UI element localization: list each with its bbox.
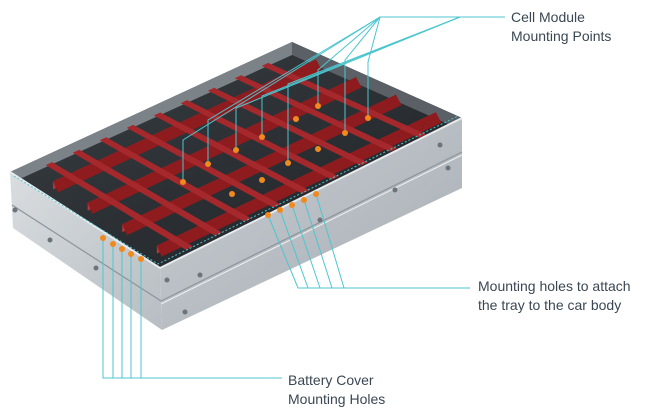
tray-front-wall xyxy=(10,172,162,330)
leader-line xyxy=(279,209,309,289)
mounting-point-marker xyxy=(313,191,319,197)
leader-line xyxy=(367,16,381,118)
leader-lines xyxy=(13,16,505,379)
mounting-point-marker xyxy=(205,161,211,167)
rib-long xyxy=(87,77,362,214)
rib-cross xyxy=(180,100,339,180)
leader-line xyxy=(261,16,461,137)
cell-module-ribs xyxy=(45,59,442,257)
mounting-point-marker xyxy=(138,256,144,262)
mounting-point-marker xyxy=(233,147,239,153)
rib-cross xyxy=(126,124,281,208)
callout-line: the tray to the car body xyxy=(478,297,622,313)
mounting-point-marker xyxy=(229,191,235,197)
rib-long xyxy=(122,94,402,236)
leader-line xyxy=(303,199,333,289)
mounting-point-marker xyxy=(315,103,321,109)
rib-long xyxy=(156,112,442,257)
leader-line xyxy=(287,16,461,163)
mounting-point-marker xyxy=(100,235,106,241)
mounting-point-marker xyxy=(265,212,271,218)
mounting-points xyxy=(100,103,371,262)
rim-dotted-line xyxy=(13,115,459,265)
mounting-point-marker xyxy=(342,130,348,136)
tray-back-wall xyxy=(10,42,292,178)
leader-line xyxy=(291,204,321,289)
callout-line: Mounting Holes xyxy=(288,391,386,407)
mounting-point-marker xyxy=(259,134,265,140)
leader-line xyxy=(344,16,381,133)
leader-line xyxy=(207,16,381,164)
tray-side-holes xyxy=(12,142,451,315)
leader-line xyxy=(267,214,470,289)
callout-cell-module-mounting-points: Cell Module Mounting Points xyxy=(511,8,611,46)
rib-cross xyxy=(99,137,252,222)
rib-cross xyxy=(261,62,427,138)
mounting-point-marker xyxy=(128,251,134,257)
mounting-point-marker xyxy=(180,179,186,185)
mounting-point-marker xyxy=(119,246,125,252)
callout-battery-cover-mounting-holes: Battery Cover Mounting Holes xyxy=(288,371,385,409)
callout-line: Battery Cover xyxy=(288,372,374,388)
tray-back-right-wall xyxy=(292,42,462,124)
callout-car-body-mounting-holes: Mounting holes to attach the tray to the… xyxy=(478,277,631,315)
callout-line: Cell Module xyxy=(511,9,585,25)
mounting-point-marker xyxy=(110,241,116,247)
leader-line xyxy=(235,16,461,150)
mounting-point-marker xyxy=(293,116,299,122)
mounting-point-marker xyxy=(277,207,283,213)
mounting-point-marker xyxy=(289,202,295,208)
mounting-point-marker xyxy=(301,197,307,203)
tray-right-wall xyxy=(160,118,462,330)
leader-line xyxy=(317,16,381,106)
mounting-point-marker xyxy=(259,177,265,183)
mounting-point-marker xyxy=(315,146,321,152)
callout-line: Mounting holes to attach xyxy=(478,278,631,294)
rib-cross xyxy=(45,162,193,250)
leader-line xyxy=(102,238,282,379)
leader-line xyxy=(315,193,345,289)
rib-cross xyxy=(234,75,398,152)
mounting-point-marker xyxy=(285,160,291,166)
rib-cross xyxy=(72,149,222,236)
callout-line: Mounting Points xyxy=(511,28,612,44)
rib-cross xyxy=(153,112,310,194)
leader-line xyxy=(182,16,505,182)
mounting-point-marker xyxy=(365,115,371,121)
